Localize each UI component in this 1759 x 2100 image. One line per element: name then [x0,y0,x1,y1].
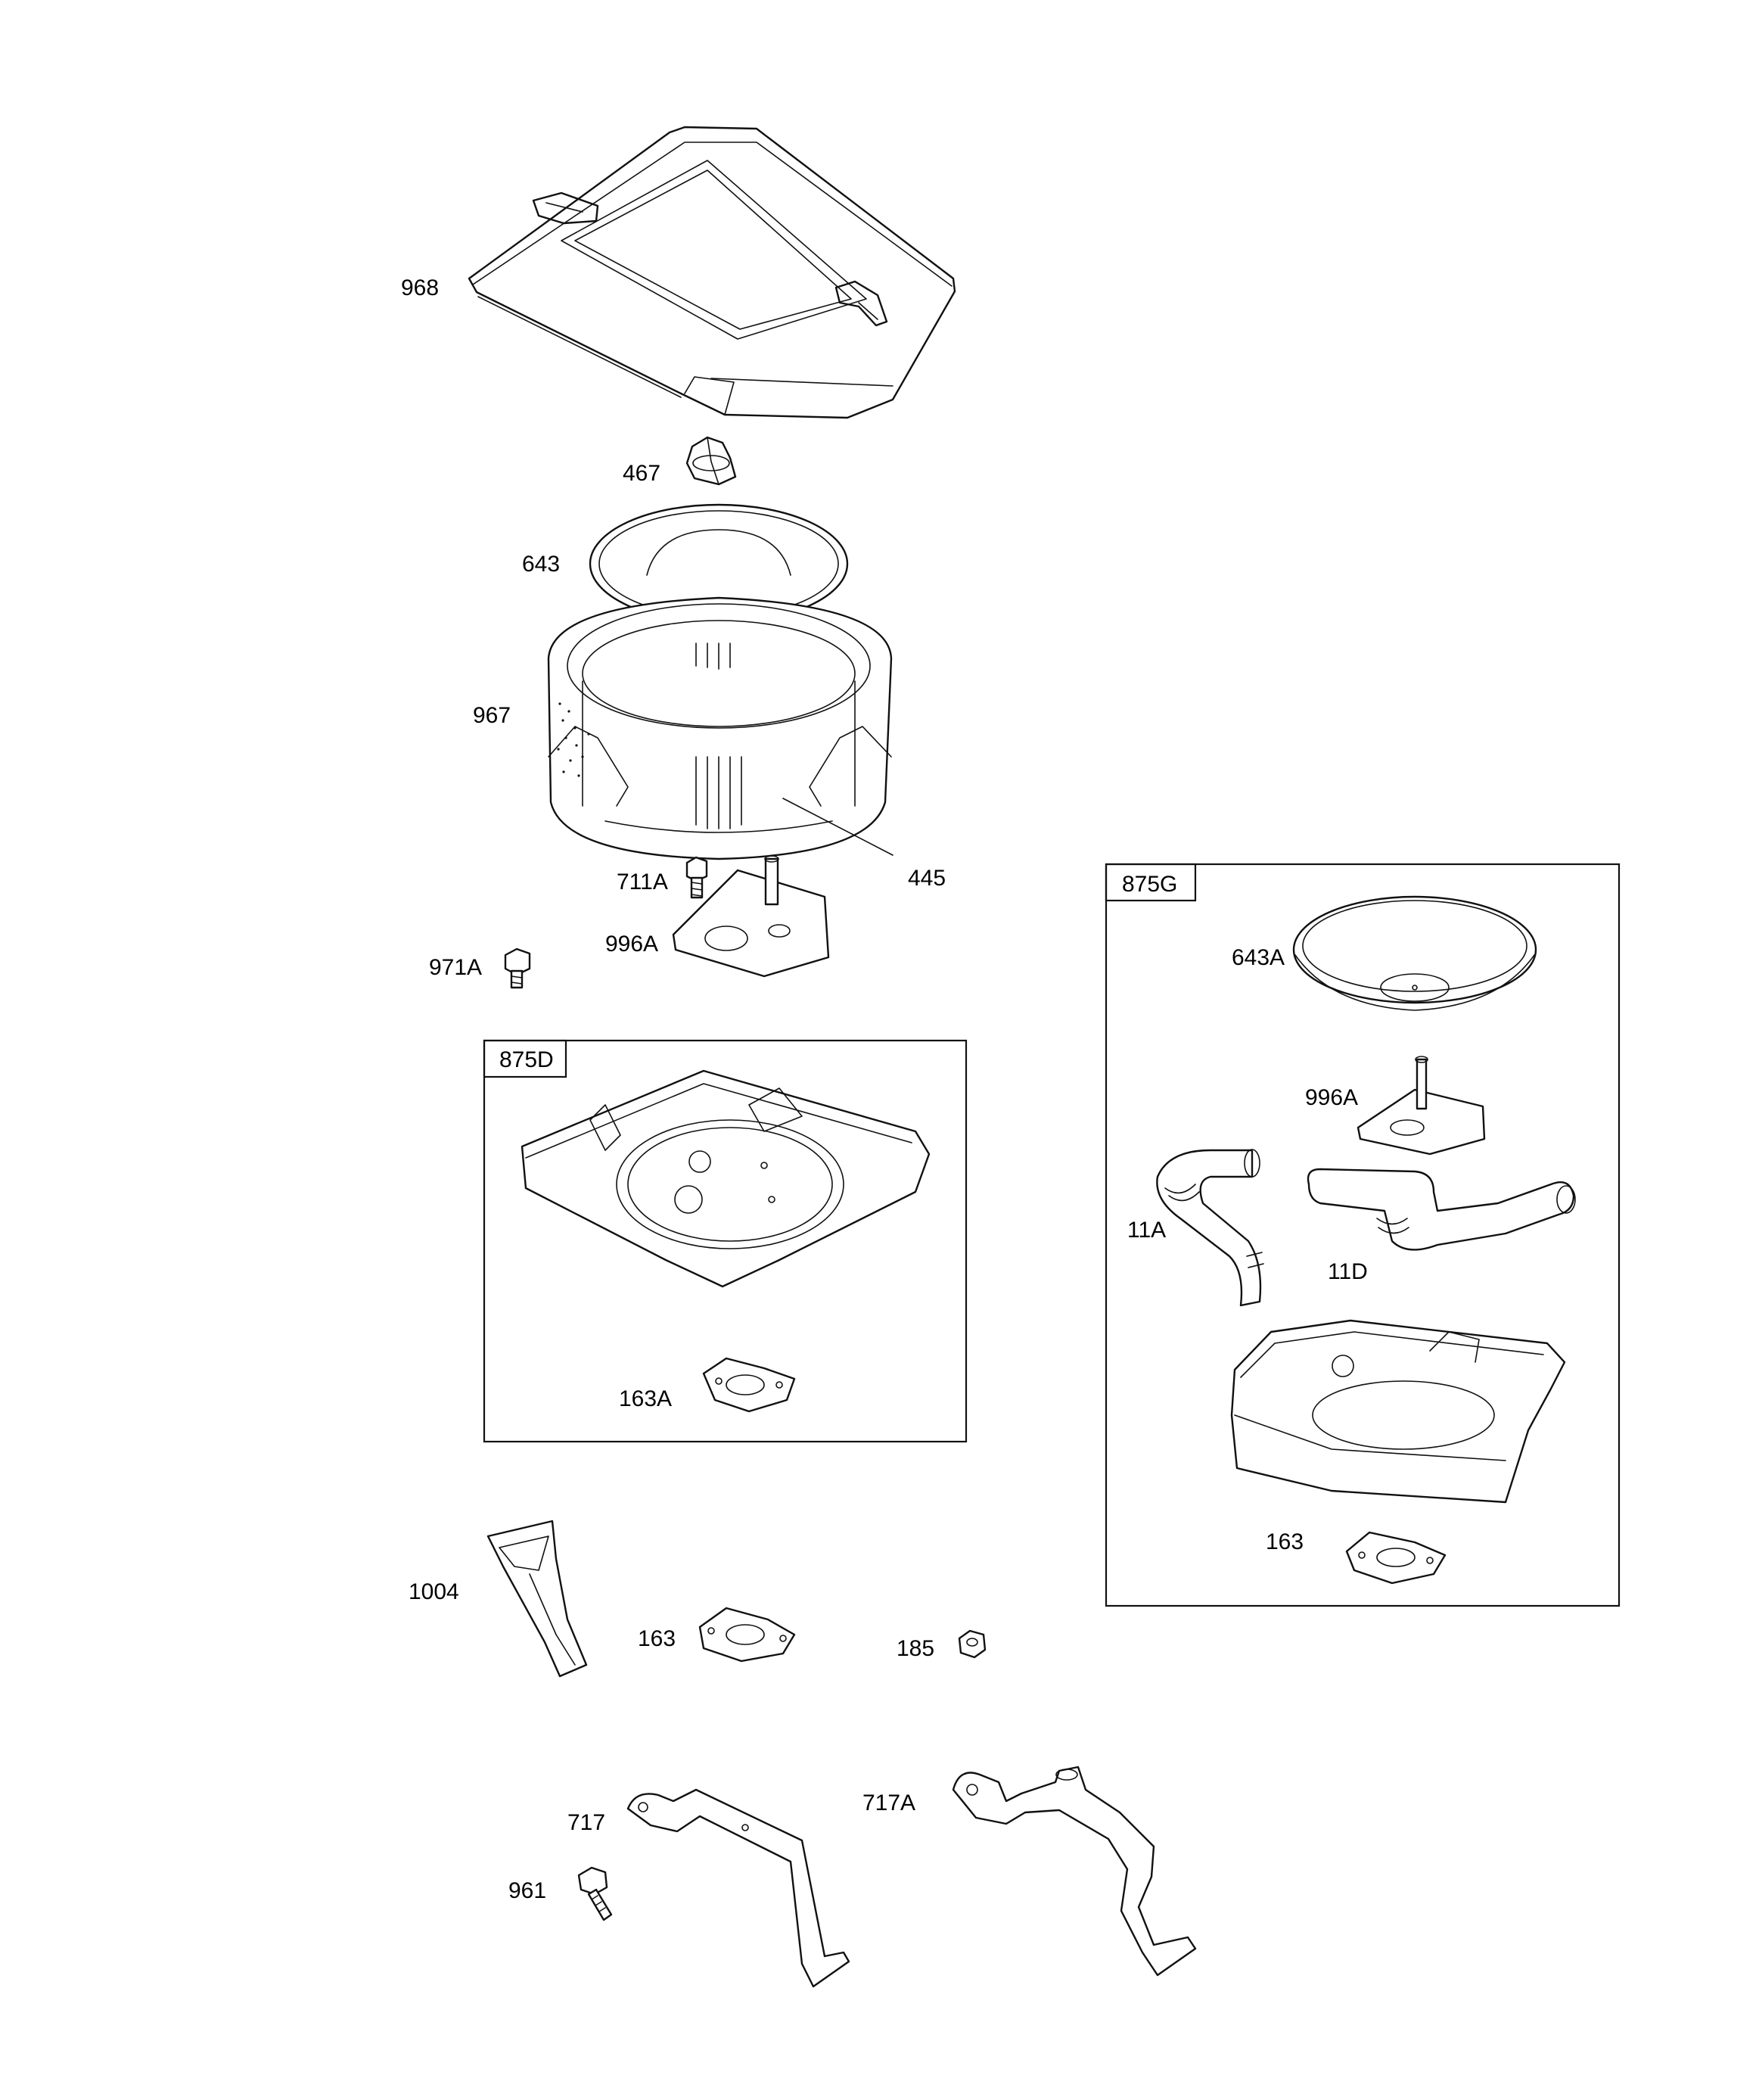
label-717A: 717A [862,1790,915,1815]
part-11A-tube[interactable] [1156,1149,1264,1307]
label-961: 961 [508,1878,546,1903]
label-971A: 971A [429,955,482,980]
label-163-kit: 163 [1266,1529,1304,1554]
label-996A: 996A [605,932,658,957]
label-1004: 1004 [409,1579,459,1604]
label-967: 967 [473,703,511,728]
part-1004-air-guide[interactable] [486,1520,588,1678]
part-875D-base[interactable] [521,1069,931,1288]
part-11D-tube[interactable] [1307,1168,1576,1251]
part-185-nut[interactable] [958,1629,987,1659]
label-11A: 11A [1127,1218,1166,1243]
part-971A-bolt[interactable] [504,947,531,989]
part-467-wing-nut[interactable] [685,436,737,486]
label-467: 467 [623,461,660,486]
label-445: 445 [908,866,946,891]
part-711A-bolt[interactable] [685,856,708,899]
part-967-filter[interactable] [547,596,893,860]
part-875G-base[interactable] [1230,1319,1566,1504]
leader-445 [782,798,893,856]
kit-875G-title: 875G [1122,872,1177,897]
part-163-kit-gasket[interactable] [1345,1531,1447,1585]
label-711A: 711A [617,870,668,894]
part-643A-precleaner[interactable] [1292,895,1537,1011]
label-717: 717 [567,1810,605,1835]
part-717-bracket[interactable] [626,1788,850,1988]
part-163-gasket[interactable] [698,1607,796,1663]
part-968-cover[interactable] [468,126,956,419]
part-163A-gasket[interactable] [702,1357,796,1413]
kit-875D-box [483,1039,968,1443]
label-11D: 11D [1328,1259,1368,1284]
part-961-bolt[interactable] [577,1866,613,1921]
part-717A-bracket[interactable] [952,1766,1197,1977]
label-643: 643 [522,552,560,577]
kit-875G-box [1105,863,1621,1607]
kit-875D-title: 875D [499,1047,554,1072]
label-185: 185 [897,1636,934,1661]
label-968: 968 [401,275,439,300]
label-643A: 643A [1232,945,1285,970]
label-163A: 163A [619,1386,672,1411]
part-996A-plate[interactable] [672,855,830,978]
part-996A-kit-plate[interactable] [1357,1056,1486,1156]
label-163: 163 [638,1626,676,1651]
label-996A-kit: 996A [1305,1085,1358,1110]
